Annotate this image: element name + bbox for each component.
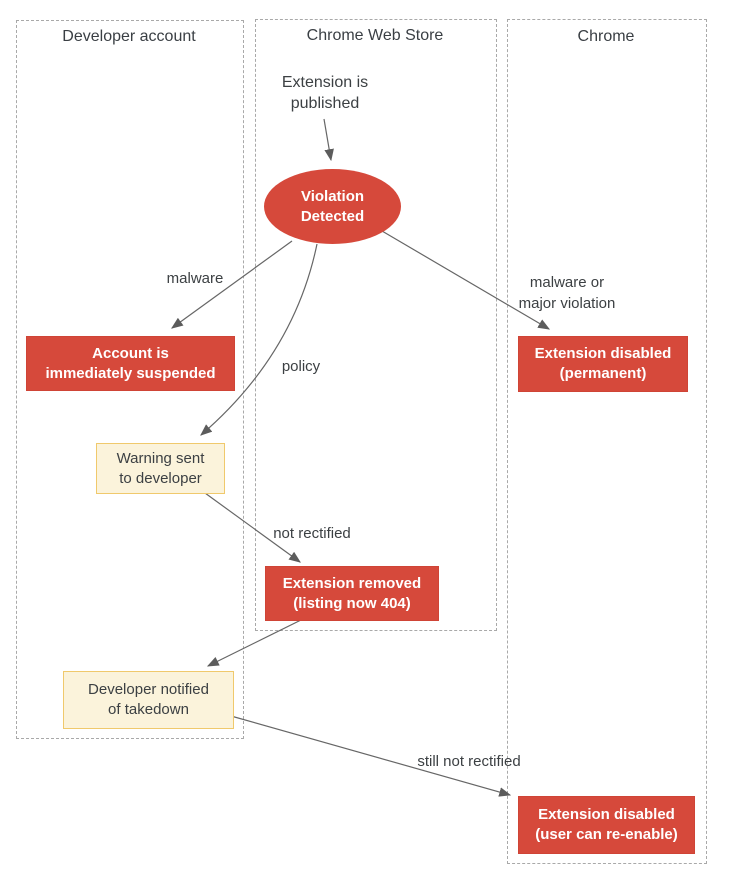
lane-chrome [507, 19, 707, 864]
node-account-suspended: Account is immediately suspended [26, 336, 235, 391]
node-text-line: published [290, 95, 360, 112]
lane-title-chrome-web-store: Chrome Web Store [306, 27, 444, 44]
node-text-line: Detected [300, 207, 365, 225]
node-text-line: Violation [300, 187, 365, 205]
lane-title-chrome: Chrome [577, 28, 635, 45]
node-warning-sent: Warning sent to developer [96, 443, 225, 494]
node-text-line: (user can re-enable) [535, 826, 678, 843]
edge-label-line: malware or [529, 274, 605, 291]
node-text-line: immediately suspended [45, 364, 216, 382]
node-extension-disabled-permanent: Extension disabled (permanent) [518, 336, 688, 392]
edge-label-malware-or-major: malware or major violation [507, 272, 627, 314]
node-extension-removed: Extension removed (listing now 404) [265, 566, 439, 621]
node-text-line: Extension disabled [538, 806, 675, 823]
lane-title-developer-account: Developer account [62, 28, 196, 45]
edge-label-line: major violation [518, 295, 616, 312]
node-developer-notified: Developer notified of takedown [63, 671, 234, 729]
edge-label-still-not-rectified: still not rectified [417, 753, 521, 770]
node-text-line: Account is [92, 344, 169, 362]
node-violation-detected: Violation Detected [264, 169, 401, 244]
node-text-line: to developer [119, 469, 202, 487]
node-text-line: Warning sent [116, 449, 205, 467]
node-text-line: Extension removed [282, 574, 422, 592]
node-text-line: (listing now 404) [293, 594, 411, 612]
edge-label-malware: malware [166, 270, 224, 287]
node-text-line: Extension is [281, 74, 369, 91]
node-text-line: Extension disabled [534, 345, 672, 362]
node-extension-disabled-reenable: Extension disabled (user can re-enable) [518, 796, 695, 854]
edge-label-policy: policy [281, 358, 321, 375]
edge-label-not-rectified: not rectified [273, 525, 351, 542]
node-text-line: Developer notified [88, 681, 209, 698]
node-extension-published: Extension is published [265, 72, 385, 114]
node-text-line: (permanent) [559, 365, 647, 382]
node-text-line: of takedown [108, 701, 189, 718]
